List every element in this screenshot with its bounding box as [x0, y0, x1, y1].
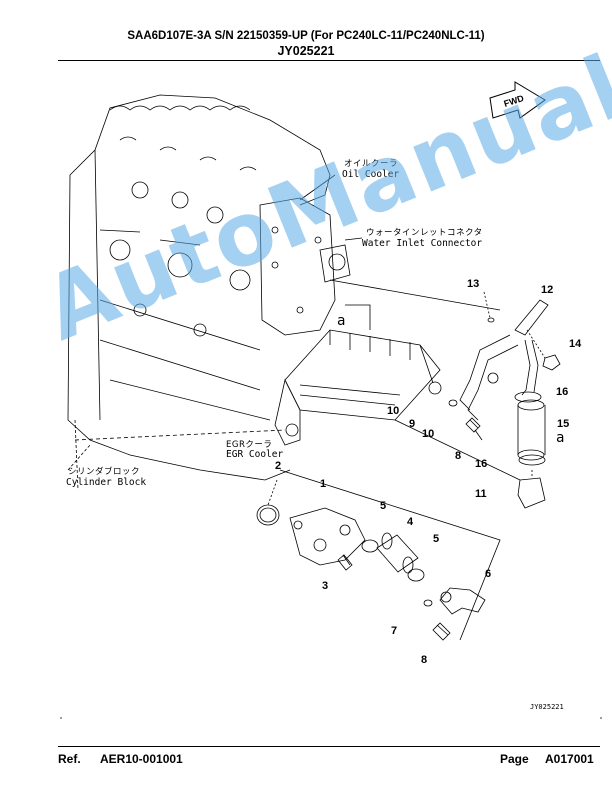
callout-10b: 10 — [422, 428, 435, 440]
callout-9: 9 — [409, 418, 416, 430]
callout-2: 2 — [275, 460, 282, 472]
egr-cooler-label: EGR Cooler — [226, 449, 284, 460]
water-inlet-label-jp: ウォータインレットコネクタ — [366, 228, 483, 238]
callout-5b: 5 — [433, 533, 440, 545]
callout-16a: 16 — [556, 386, 569, 398]
callout-14: 14 — [569, 338, 582, 350]
footer-page-value: A017001 — [545, 752, 594, 766]
footer-ref-value: AER10-001001 — [100, 752, 183, 766]
water-inlet-label: Water Inlet Connector — [362, 238, 483, 249]
egr-cooler-label-jp: EGRクーラ — [226, 440, 273, 450]
page-subtitle: JY025221 — [277, 44, 335, 58]
oil-cooler-label: Oil Cooler — [342, 169, 400, 180]
drawing-code: JY025221 — [530, 703, 564, 711]
oil-cooler-label-jp: オイルクーラ — [344, 159, 399, 169]
callout-13: 13 — [467, 278, 480, 290]
callout-8b: 8 — [421, 654, 428, 666]
callout-1: 1 — [320, 478, 327, 490]
callout-5a: 5 — [380, 500, 387, 512]
footer-ref-label: Ref. — [58, 752, 81, 766]
page-title: SAA6D107E-3A S/N 22150359-UP (For PC240L… — [127, 30, 485, 42]
footer-page-label: Page — [500, 752, 529, 766]
callout-11: 11 — [475, 488, 487, 500]
callout-16b: 16 — [475, 458, 488, 470]
reference-a-right: a — [556, 430, 565, 446]
callout-8a: 8 — [455, 450, 462, 462]
callout-6: 6 — [485, 568, 492, 580]
callout-7: 7 — [391, 625, 398, 637]
cylinder-block-label: Cylinder Block — [66, 477, 147, 488]
header-rule — [58, 60, 600, 61]
callout-10a: 10 — [387, 405, 400, 417]
callout-4: 4 — [407, 516, 414, 528]
reference-a-upper: a — [337, 313, 346, 329]
callout-12: 12 — [541, 284, 554, 296]
cylinder-block-label-jp: シリンダブロック — [68, 467, 141, 477]
callout-15: 15 — [557, 418, 570, 430]
footer-rule — [58, 746, 600, 747]
callout-3: 3 — [322, 580, 329, 592]
forward-arrow-icon: FWD — [489, 81, 546, 119]
